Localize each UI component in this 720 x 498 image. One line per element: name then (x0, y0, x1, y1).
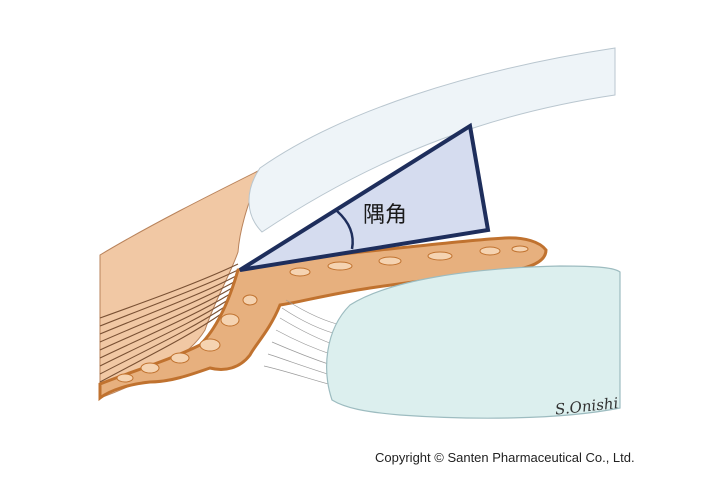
iris-texture (116, 245, 529, 383)
cornea (248, 47, 616, 233)
angle-arc (336, 210, 354, 250)
lens (326, 265, 621, 419)
angle-triangle (238, 122, 491, 272)
copyright-notice: Copyright © Santen Pharmaceutical Co., L… (375, 450, 635, 465)
angle-label: 隅角 (363, 203, 407, 228)
ciliary-muscle-lines (99, 263, 239, 383)
